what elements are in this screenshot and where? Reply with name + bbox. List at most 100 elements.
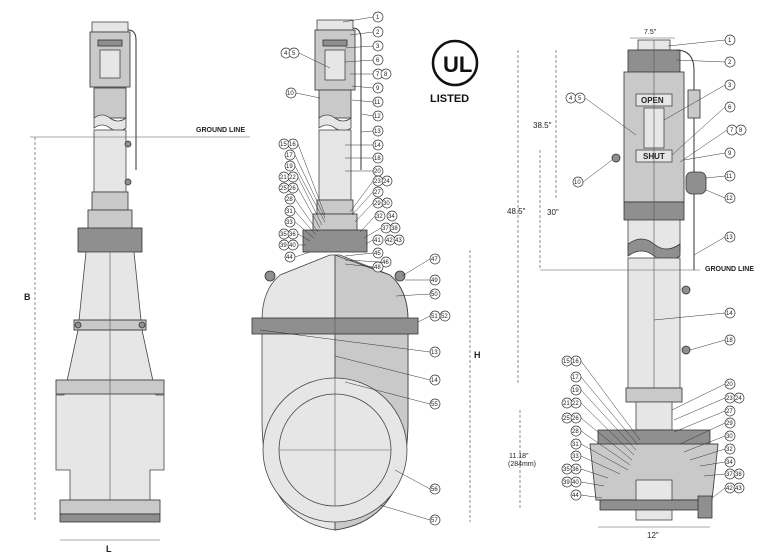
svg-text:10: 10 [574, 180, 581, 186]
svg-text:23: 23 [726, 396, 733, 402]
callout-12: 12 [361, 110, 384, 122]
left-valve-view: GROUND LINE B L [24, 21, 250, 554]
svg-text:57: 57 [431, 518, 438, 524]
callout-19: 19 [284, 160, 326, 223]
svg-text:5: 5 [292, 51, 296, 57]
svg-text:39: 39 [563, 480, 570, 486]
svg-text:40: 40 [572, 480, 579, 486]
svg-text:48: 48 [374, 265, 381, 271]
svg-text:35: 35 [280, 232, 287, 238]
mid-post-cap [316, 19, 354, 31]
svg-text:22: 22 [289, 175, 296, 181]
callout-1: 1 [342, 11, 384, 23]
left-post-cap [91, 21, 129, 33]
svg-text:6: 6 [376, 58, 380, 64]
svg-text:8: 8 [739, 128, 743, 134]
r-callout-9: 9 [683, 147, 736, 161]
svg-text:2: 2 [728, 60, 732, 66]
callout-33: 33 [284, 216, 315, 239]
svg-text:25: 25 [280, 186, 287, 192]
svg-text:11: 11 [726, 174, 733, 180]
svg-text:27: 27 [726, 409, 733, 415]
ground-line-label-left: GROUND LINE [196, 127, 245, 134]
svg-text:7: 7 [376, 72, 380, 78]
dim-top-width-label: 7.5" [644, 29, 657, 36]
r-callout-32: 32 [689, 443, 736, 461]
callout-14: 14 [345, 139, 384, 151]
left-break-mark [93, 114, 127, 132]
mid-post-screw [324, 49, 346, 81]
right-post-wire [675, 49, 695, 270]
svg-text:42: 42 [386, 238, 393, 244]
svg-text:33: 33 [286, 220, 293, 226]
right-gear-case-top [597, 429, 711, 445]
svg-text:50: 50 [431, 292, 438, 298]
svg-text:15: 15 [563, 359, 570, 365]
svg-text:24: 24 [735, 396, 742, 402]
mid-bonnet [302, 229, 368, 253]
svg-text:30: 30 [726, 434, 733, 440]
svg-text:43: 43 [735, 486, 742, 492]
svg-text:20: 20 [726, 382, 733, 388]
svg-text:36: 36 [572, 467, 579, 473]
right-base [599, 499, 709, 511]
svg-text:9: 9 [728, 151, 732, 157]
svg-text:55: 55 [431, 402, 438, 408]
svg-text:40: 40 [289, 243, 296, 249]
left-post-bolt [124, 140, 132, 148]
r-callout-1: 1 [667, 34, 736, 47]
svg-text:34: 34 [388, 214, 395, 220]
r-callout-20: 20 [671, 378, 736, 411]
svg-text:14: 14 [726, 311, 733, 317]
svg-text:56: 56 [431, 487, 438, 493]
callout-57: 57 [379, 504, 441, 526]
dim-11-label: 11.18" [509, 453, 529, 460]
r-callout-30: 30 [683, 430, 736, 453]
r-callout-11: 11 [705, 170, 736, 182]
svg-text:13: 13 [374, 129, 381, 135]
svg-text:34: 34 [726, 460, 733, 466]
left-post-flange [91, 191, 129, 211]
left-base-foot [59, 513, 161, 523]
dim-h-label: H [474, 350, 481, 360]
callout-10: 10 [285, 87, 321, 99]
svg-text:3: 3 [728, 83, 732, 89]
svg-text:12: 12 [374, 114, 381, 120]
dim-48-label: 48.5" [507, 207, 526, 216]
svg-text:38: 38 [391, 226, 398, 232]
svg-text:5: 5 [578, 96, 582, 102]
svg-text:19: 19 [286, 164, 293, 170]
mid-break-mark [318, 114, 352, 132]
callout-54-14: 14 [334, 355, 441, 386]
right-barrel-bolt [681, 285, 691, 295]
callout-46: 46 [344, 256, 392, 268]
callout-56: 56 [394, 469, 441, 495]
svg-text:44: 44 [572, 493, 579, 499]
r-callout-44: 44 [570, 489, 603, 501]
svg-text:1: 1 [376, 15, 380, 21]
right-wrench-nut [685, 171, 707, 195]
svg-text:24: 24 [383, 179, 390, 185]
callout-47: 47 [401, 253, 441, 277]
callout-27: 27 [351, 186, 384, 216]
r-callout-18: 18 [689, 334, 736, 351]
svg-text:4: 4 [284, 51, 288, 57]
svg-text:26: 26 [572, 416, 579, 422]
left-bonnet-top [87, 209, 133, 229]
